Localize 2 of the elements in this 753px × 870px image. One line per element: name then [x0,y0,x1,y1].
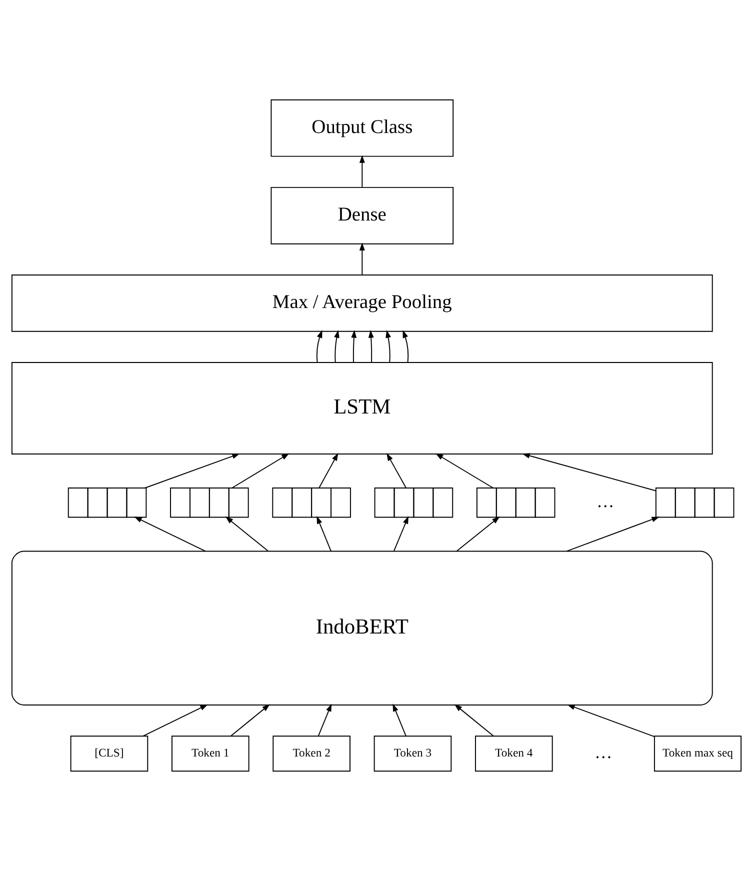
label: … [596,490,614,510]
label: … [594,741,612,762]
